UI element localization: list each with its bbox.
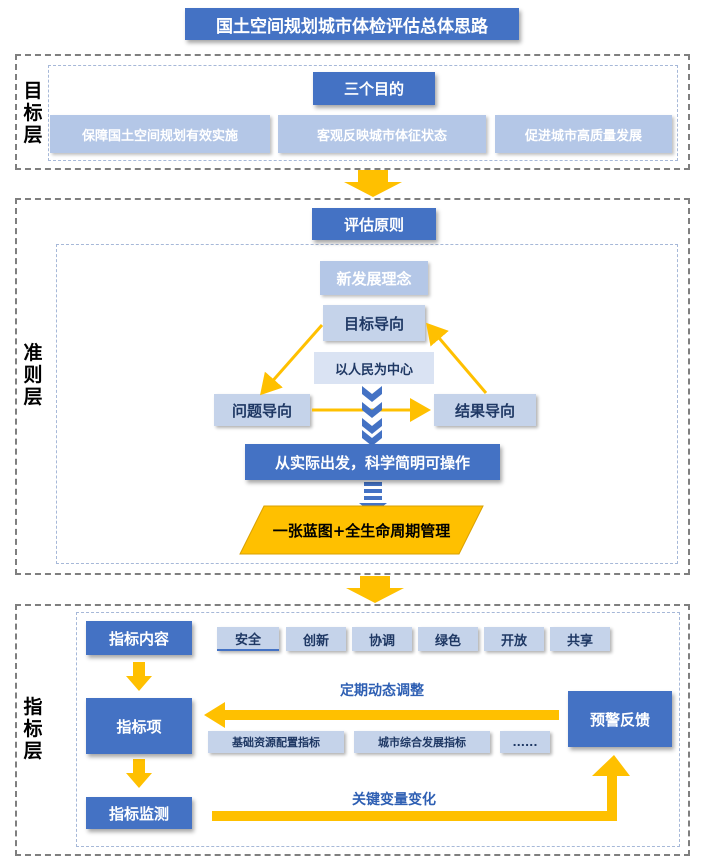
page-title: 国土空间规划城市体检评估总体思路 (185, 8, 519, 40)
indicator-item-box: 指标项 (86, 698, 192, 754)
sub-item-comprehensive: 城市综合发展指标 (354, 731, 490, 753)
tag-safety: 安全 (217, 627, 279, 651)
change-arrow (212, 755, 630, 821)
tag-coordination: 协调 (352, 627, 412, 651)
blueprint-shape (239, 505, 484, 555)
indicator-layer-frame (15, 604, 690, 856)
goal-to-principle-arrow (344, 170, 402, 197)
goal-heading: 三个目的 (313, 72, 435, 105)
sub-item-more: ...... (500, 731, 550, 753)
tag-innovation: 创新 (286, 627, 346, 651)
principle-layer-frame (15, 198, 690, 575)
adjust-arrow (204, 702, 559, 728)
sub-item-basic: 基础资源配置指标 (208, 731, 344, 753)
indicator-monitor-box: 指标监测 (86, 797, 192, 829)
goal-layer-frame (15, 54, 690, 170)
change-label: 关键变量变化 (352, 792, 436, 808)
problem-box: 问题导向 (214, 394, 310, 426)
practical-box: 从实际出发，科学简明可操作 (245, 444, 500, 480)
content-to-item-arrow (126, 662, 152, 691)
goal-item-3: 促进城市高质量发展 (495, 115, 672, 153)
goal-layer-inner (48, 65, 678, 161)
tag-open: 开放 (484, 627, 544, 651)
target-box: 目标导向 (323, 305, 425, 341)
center-box: 以人民为中心 (314, 352, 434, 384)
result-box: 结果导向 (434, 394, 536, 426)
principle-layer-inner (56, 244, 678, 564)
tag-share: 共享 (550, 627, 610, 651)
concept-box: 新发展理念 (320, 261, 428, 295)
principle-layer-label: 准则层 (23, 342, 43, 408)
principle-to-indicator-arrow (346, 576, 404, 603)
item-to-monitor-arrow (126, 759, 152, 788)
indicator-layer-label: 指标层 (23, 696, 43, 762)
goal-item-1: 保障国土空间规划有效实施 (50, 115, 270, 153)
blueprint-text: 一张蓝图+全生命周期管理 (272, 521, 451, 540)
principle-heading: 评估原则 (312, 208, 436, 240)
indicator-layer-inner (76, 612, 680, 847)
adjust-label: 定期动态调整 (340, 683, 424, 699)
feedback-box: 预警反馈 (568, 691, 672, 747)
tag-green: 绿色 (418, 627, 478, 651)
indicator-content-box: 指标内容 (86, 621, 192, 655)
goal-item-2: 客观反映城市体征状态 (278, 115, 486, 153)
goal-layer-label: 目标层 (23, 80, 43, 146)
